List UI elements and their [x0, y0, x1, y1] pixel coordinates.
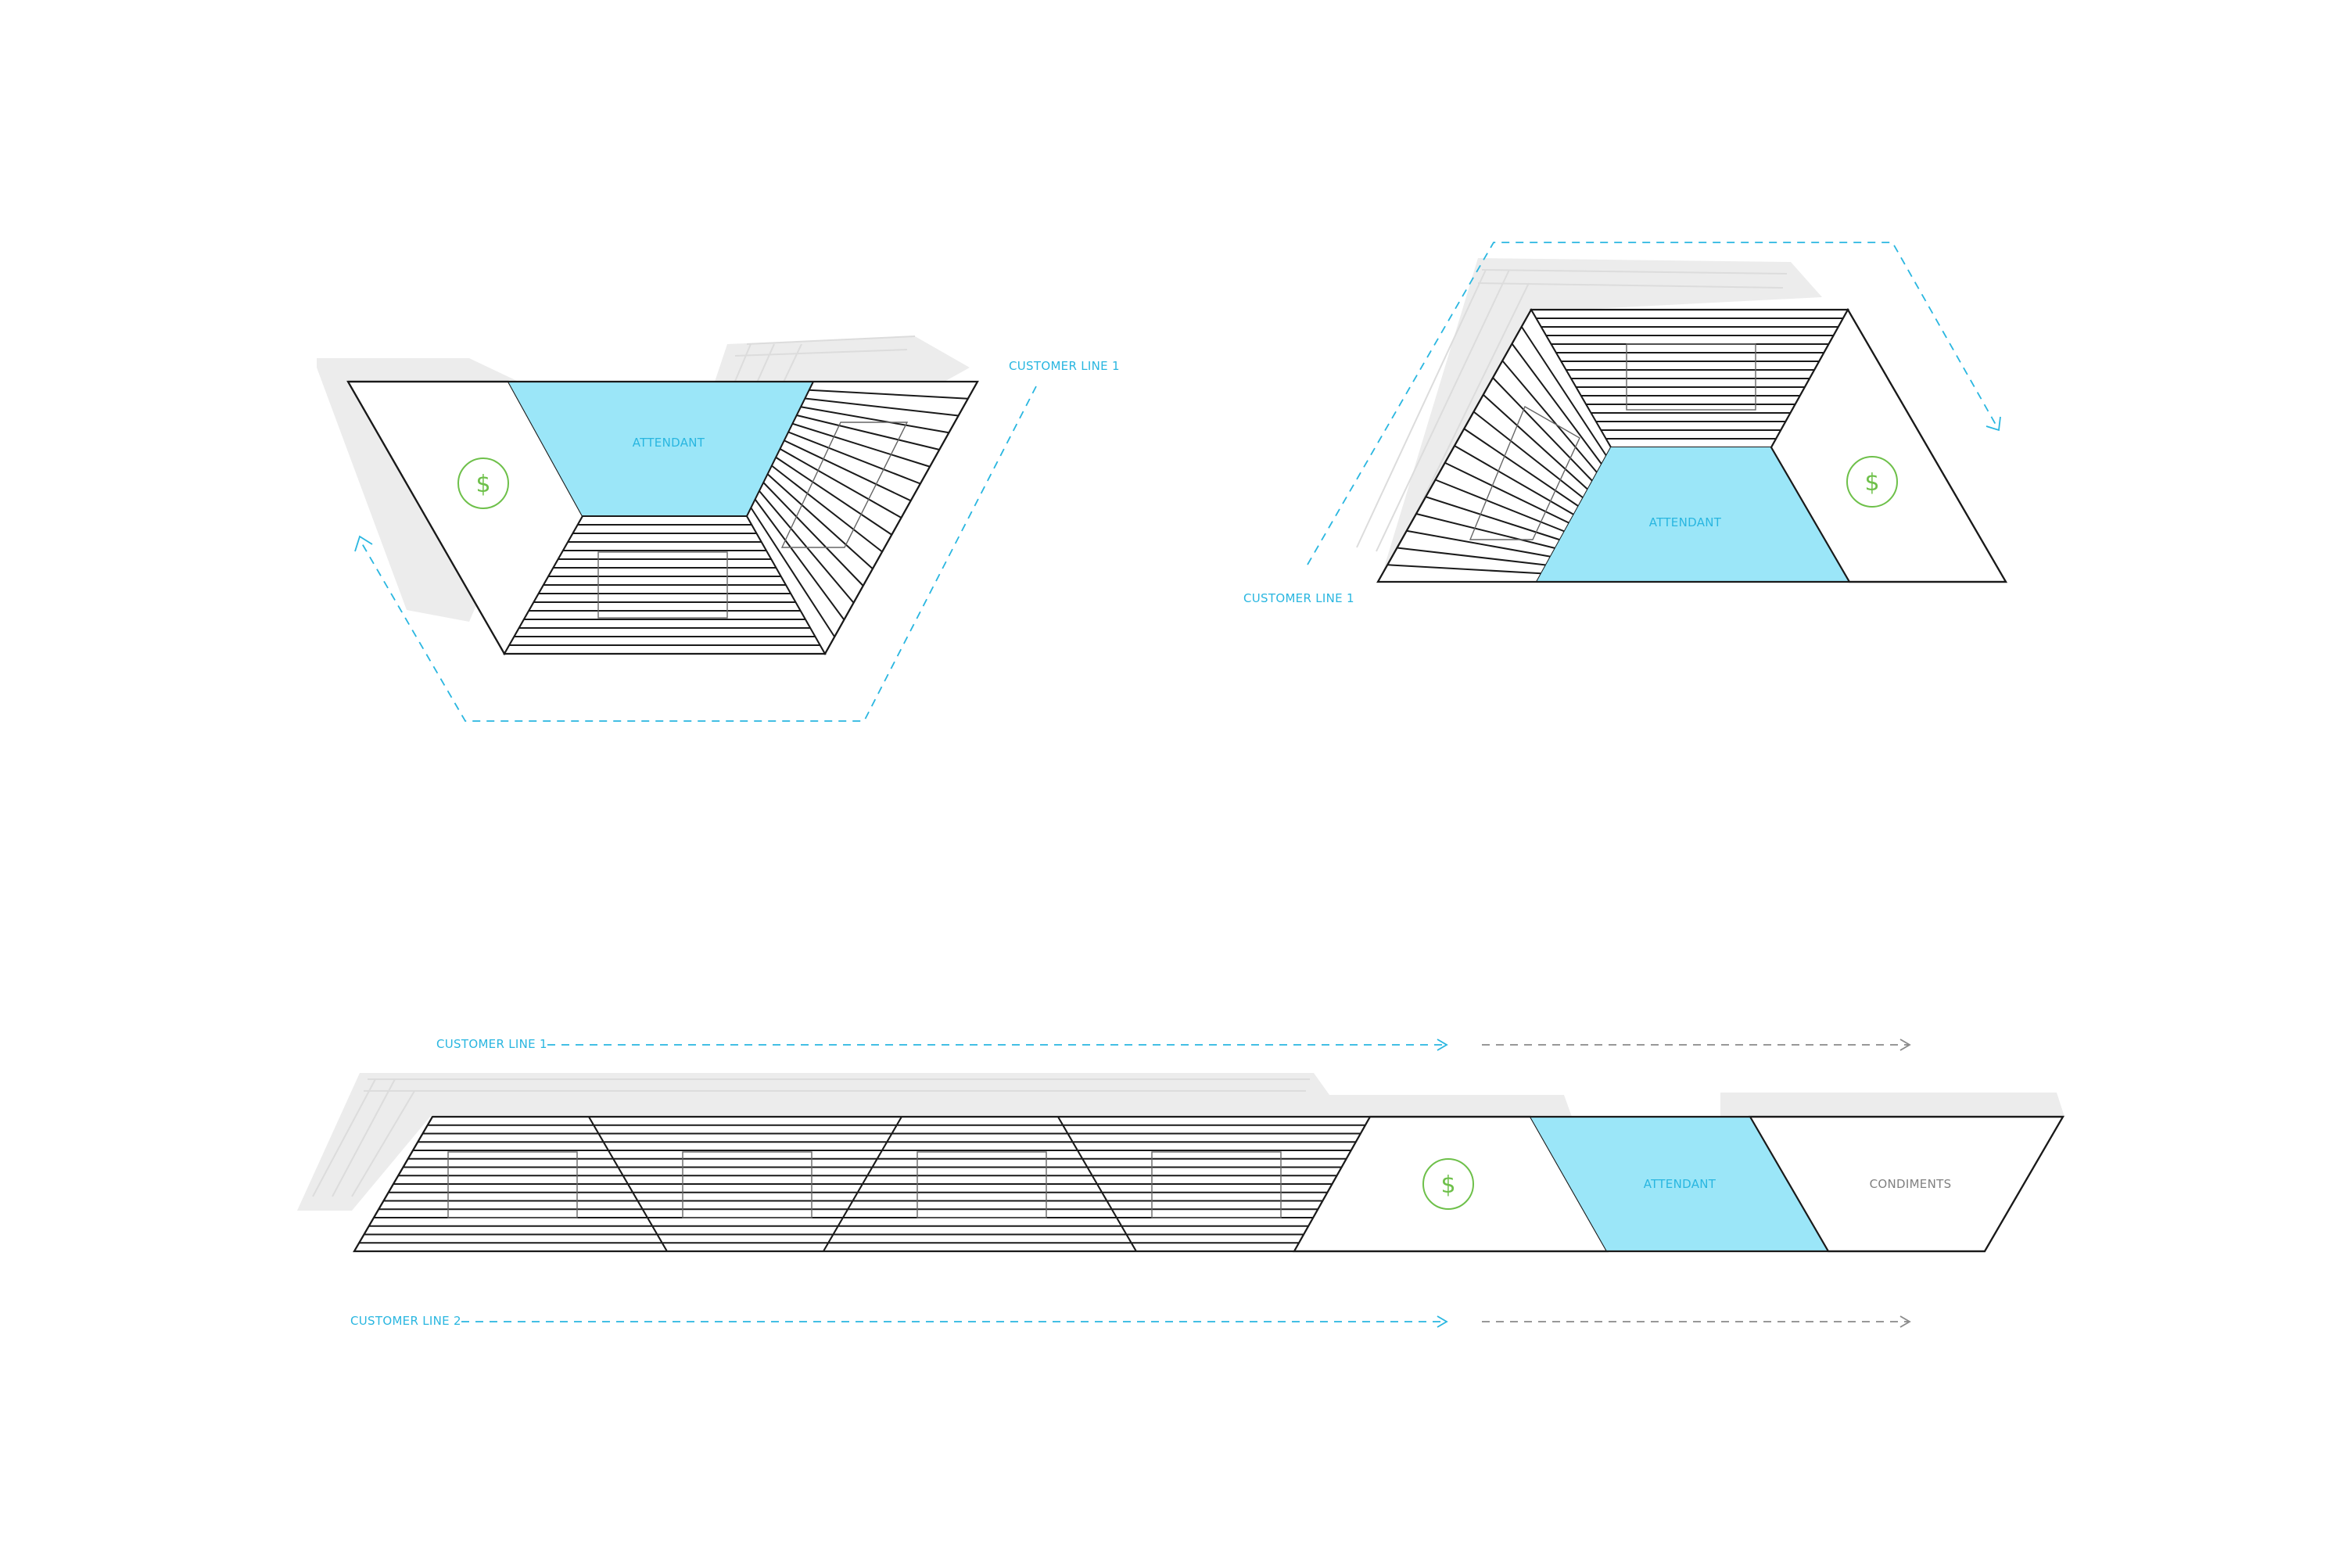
layout-a-right-slat-line — [809, 389, 968, 400]
layout-b-left-slat-line — [1425, 496, 1560, 541]
layout-a-outline — [347, 380, 979, 655]
layout-c-customer-line-1-continuation-arrow-icon — [1899, 1039, 1911, 1051]
layout-c-slat-sections — [353, 1116, 1372, 1252]
layout-a-right-slat-line — [796, 414, 940, 450]
layout-a-bottom-slats — [509, 524, 820, 646]
layout-c-slat-panel — [447, 1151, 578, 1218]
layout-b-left-slat-line — [1397, 547, 1546, 566]
layout-c-dollar-symbol: $ — [1440, 1172, 1455, 1199]
layout-a-right-slat-panel — [780, 422, 909, 548]
layout-a-right-slat-line — [766, 473, 873, 569]
layout-a-right-slat-line — [750, 507, 836, 637]
layout-a-right-slat-line — [787, 431, 921, 485]
layout-a-right-slat-line — [792, 422, 931, 468]
layout-a-right-slat-line — [800, 406, 949, 434]
layout-b-left-slat-line — [1520, 326, 1607, 457]
layout-a-attendant-label: ATTENDANT — [633, 436, 705, 450]
layout-c-slat-panel — [682, 1151, 812, 1218]
layout-a-attendant-zone — [508, 382, 813, 516]
layout-c-customer-line-1-label: CUSTOMER LINE 1 — [436, 1037, 547, 1051]
layout-a-right-slat-line — [759, 490, 855, 604]
layout-c-shadow-right — [1720, 1093, 2064, 1118]
layout-b-customer-line-arrow-icon — [1985, 416, 2001, 432]
layout-c-condiments-label: CONDIMENTS — [1870, 1177, 1952, 1191]
layout-a-bottom-slat-panel — [597, 551, 728, 619]
layout-a-customer-line-label: CUSTOMER LINE 1 — [1009, 359, 1120, 373]
layout-a-right-slat-line — [762, 482, 864, 587]
layout-a-customer-line-path — [359, 386, 1037, 722]
layout-c-counter: $ ATTENDANT CONDIMENTS CUSTOMER LINE 1 C… — [297, 1037, 2064, 1328]
layout-a-dollar-symbol: $ — [475, 471, 490, 498]
layout-a-right-slat-line — [780, 448, 902, 518]
layout-b-customer-line-label: CUSTOMER LINE 1 — [1243, 591, 1354, 605]
layout-b-left-slat-line — [1511, 343, 1602, 465]
layout-b-left-slat-line — [1473, 411, 1584, 499]
layout-b-left-slat-line — [1387, 564, 1541, 575]
layout-c-shadow-back — [297, 1073, 1572, 1211]
layout-b-left-slat-panel — [1469, 405, 1580, 540]
layout-a-right-slat-line — [754, 498, 845, 621]
layout-a-right-slats — [750, 389, 968, 637]
layout-b-left-slat-line — [1406, 529, 1551, 558]
layout-c-customer-line-2-label: CUSTOMER LINE 2 — [350, 1314, 461, 1328]
layout-c-slat-panel — [917, 1151, 1047, 1218]
layout-b-left-slat-line — [1463, 428, 1579, 508]
layout-b-dollar-icon — [1846, 456, 1898, 508]
layout-c-outline — [353, 1115, 2064, 1253]
layout-c-back-railing — [312, 1078, 1310, 1197]
layout-c-attendant-zone — [1530, 1117, 1828, 1251]
layout-b-shadow-back — [1380, 258, 1822, 580]
layout-b-dollar-symbol: $ — [1864, 469, 1879, 497]
layout-a-right-slat-line — [805, 397, 959, 417]
layout-b-attendant-label: ATTENDANT — [1649, 515, 1722, 529]
layout-b-left-slat-line — [1454, 445, 1574, 515]
layout-a-right-slat-line — [775, 456, 892, 536]
layout-a-right-slat-line — [771, 465, 883, 553]
layout-b-left-slat-line — [1435, 479, 1565, 533]
layout-c-attendant-label: ATTENDANT — [1644, 1177, 1716, 1191]
layout-a-customer-line-arrow-icon — [354, 535, 373, 552]
layout-c-customer-line-2-continuation-arrow-icon — [1899, 1315, 1911, 1328]
layout-b-left-slat-line — [1415, 513, 1555, 549]
layout-b-counter: $ ATTENDANT CUSTOMER LINE 1 — [1243, 242, 2007, 605]
layout-b-attendant-zone — [1537, 447, 1849, 582]
layout-b-top-slat-panel — [1626, 343, 1756, 411]
layout-b-outline — [1376, 308, 2007, 583]
layout-b-customer-line-path — [1307, 242, 1999, 565]
layout-c-customer-line-1-arrow-icon — [1437, 1039, 1448, 1051]
layout-c-dollar-icon — [1422, 1158, 1474, 1210]
layout-a-dollar-icon — [457, 457, 509, 509]
layout-b-left-slats — [1387, 326, 1607, 575]
layout-b-back-railing — [1356, 269, 1788, 556]
layout-c-slat-panel — [1151, 1151, 1282, 1218]
layout-b-left-slat-line — [1501, 360, 1598, 473]
layout-b-left-slat-line — [1492, 377, 1593, 482]
layout-b-left-slat-line — [1483, 394, 1588, 490]
layout-c-customer-line-2-arrow-icon — [1437, 1315, 1448, 1328]
layout-b-left-slat-line — [1444, 461, 1569, 524]
layout-a-right-slat-line — [784, 440, 912, 502]
layout-a-counter: $ ATTENDANT CUSTOMER LINE 1 — [317, 335, 1120, 722]
